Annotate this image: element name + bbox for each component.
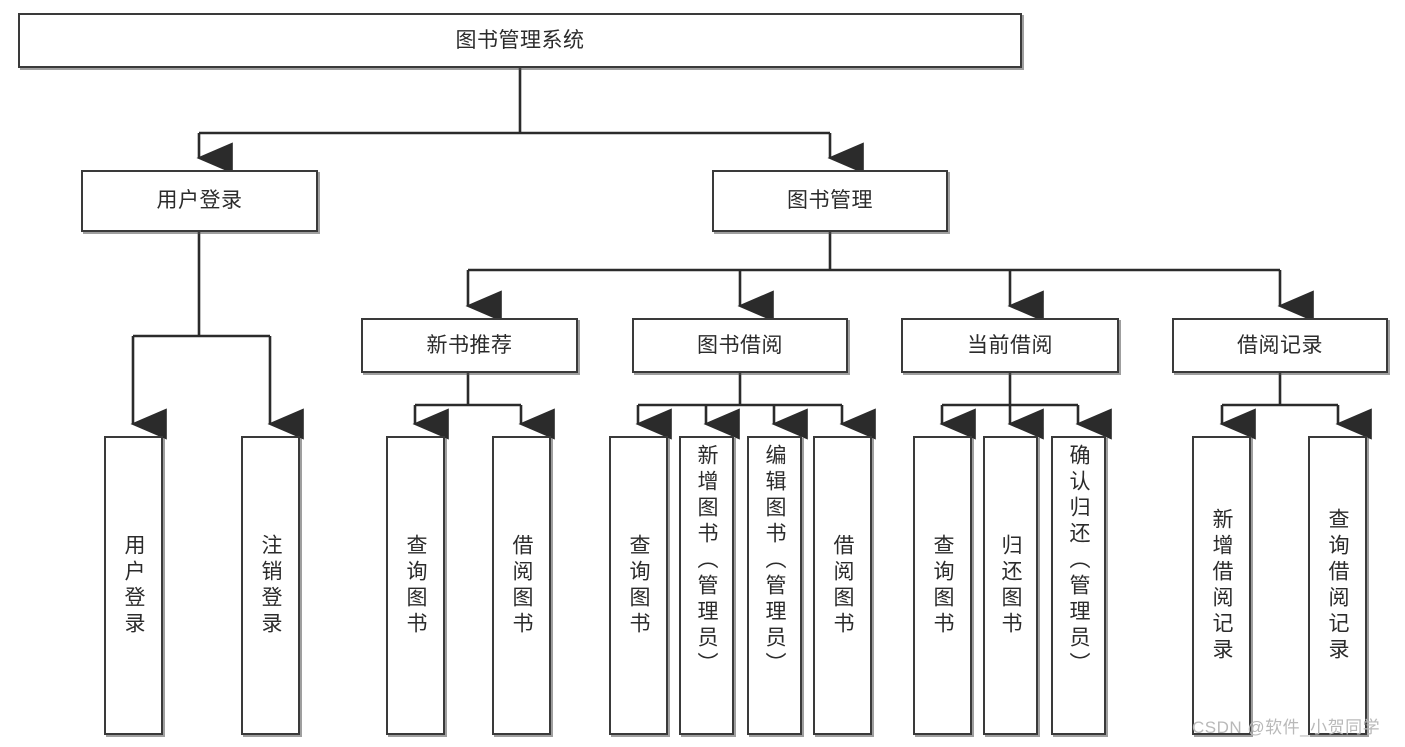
node-borrow-record[interactable]: 借阅记录 [1172, 318, 1388, 373]
node-label: 查询图书 [627, 533, 650, 638]
leaf-query-book-recommend[interactable]: 查询图书 [386, 436, 445, 735]
leaf-add-borrow-record[interactable]: 新增借阅记录 [1192, 436, 1251, 735]
node-label: 确认归还（管理员） [1067, 444, 1090, 678]
leaf-query-borrow-record[interactable]: 查询借阅记录 [1308, 436, 1367, 735]
leaf-logout-login[interactable]: 注销登录 [241, 436, 300, 735]
node-label: 借阅图书 [831, 533, 854, 638]
node-label: 用户登录 [156, 189, 243, 213]
node-book-borrow[interactable]: 图书借阅 [632, 318, 848, 373]
node-user-login[interactable]: 用户登录 [81, 170, 318, 232]
node-label: 注销登录 [259, 533, 282, 638]
node-new-book-recommend[interactable]: 新书推荐 [361, 318, 578, 373]
node-book-management[interactable]: 图书管理 [712, 170, 948, 232]
node-label: 查询图书 [404, 533, 427, 638]
node-label: 编辑图书（管理员） [763, 444, 786, 678]
node-label: 当前借阅 [967, 333, 1053, 357]
leaf-confirm-return-admin[interactable]: 确认归还（管理员） [1051, 436, 1106, 735]
node-label: 新增借阅记录 [1210, 507, 1233, 664]
node-label: 借阅图书 [510, 533, 533, 638]
leaf-edit-book-admin[interactable]: 编辑图书（管理员） [747, 436, 802, 735]
leaf-add-book-admin[interactable]: 新增图书（管理员） [679, 436, 734, 735]
leaf-borrow-book-borrow[interactable]: 借阅图书 [813, 436, 872, 735]
node-root-book-management-system[interactable]: 图书管理系统 [18, 13, 1022, 68]
node-label: 用户登录 [122, 533, 145, 638]
csdn-watermark: CSDN @软件_小贺同学 [1192, 718, 1381, 737]
leaf-user-login[interactable]: 用户登录 [104, 436, 163, 735]
node-label: 图书管理系统 [455, 28, 585, 52]
node-current-borrow[interactable]: 当前借阅 [901, 318, 1119, 373]
node-label: 借阅记录 [1237, 333, 1323, 357]
leaf-borrow-book-recommend[interactable]: 借阅图书 [492, 436, 551, 735]
node-label: 归还图书 [999, 533, 1022, 638]
node-label: 查询借阅记录 [1326, 507, 1349, 664]
leaf-query-book-borrow[interactable]: 查询图书 [609, 436, 668, 735]
leaf-return-book[interactable]: 归还图书 [983, 436, 1038, 735]
node-label: 新书推荐 [426, 333, 513, 357]
node-label: 图书管理 [787, 189, 873, 213]
node-label: 查询图书 [931, 533, 954, 638]
node-label: 新增图书（管理员） [695, 444, 718, 678]
node-label: 图书借阅 [697, 333, 783, 357]
leaf-query-book-current[interactable]: 查询图书 [913, 436, 972, 735]
